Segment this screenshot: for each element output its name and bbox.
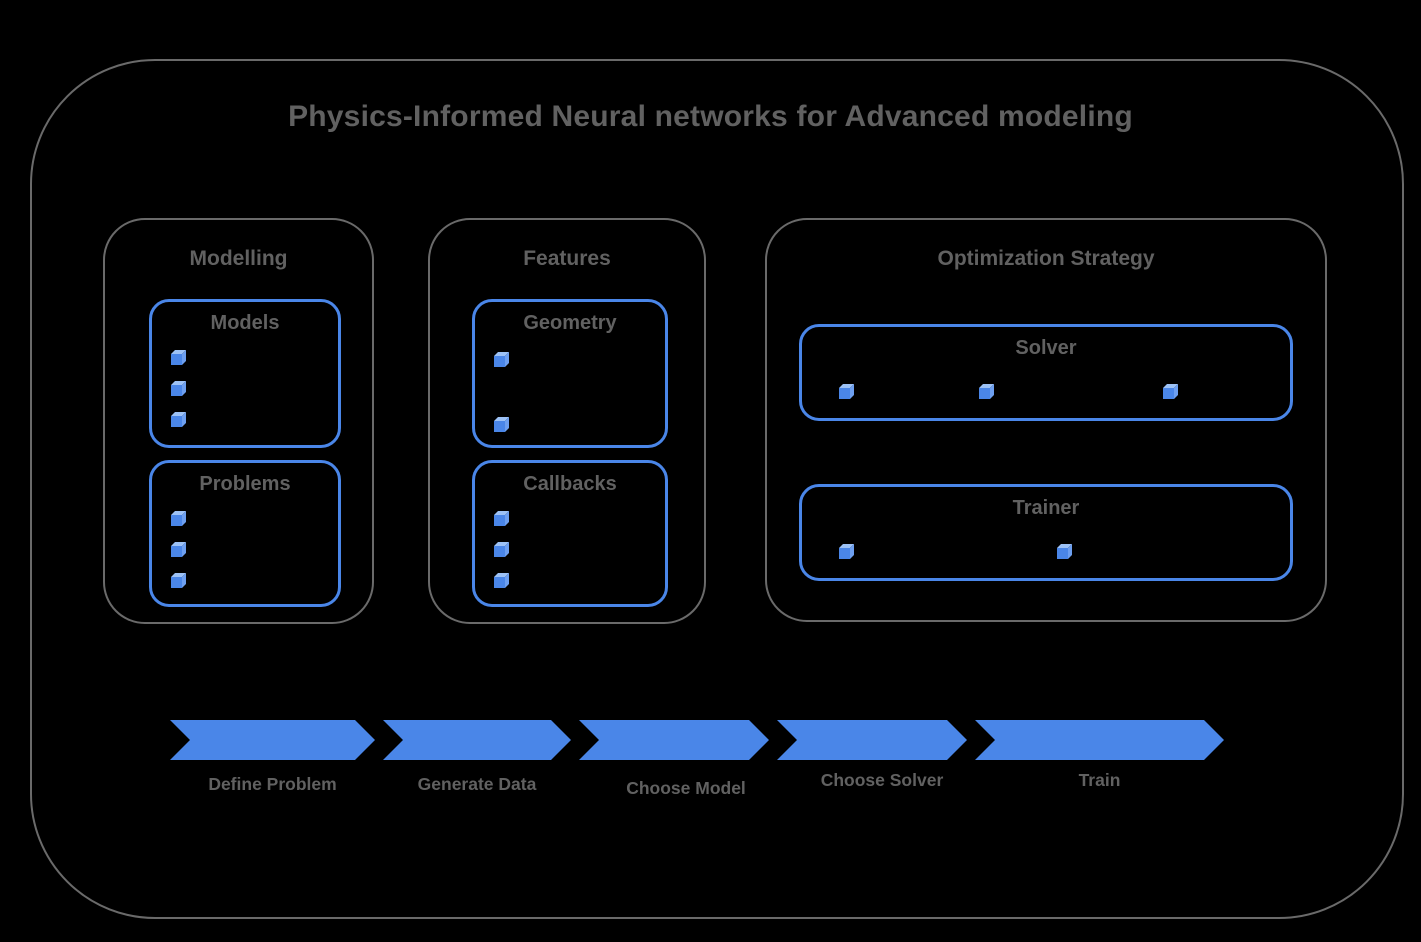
section-features-title: Features [523, 247, 611, 270]
step-generate-data: Generate Data [417, 774, 537, 794]
process-flow-labels: Define Problem Generate Data Choose Mode… [170, 770, 1230, 798]
cube-icon [493, 571, 511, 589]
problems-cube-list [170, 509, 188, 589]
box-callbacks-label: Callbacks [523, 473, 617, 495]
cube-icon [170, 509, 188, 527]
box-models: Models [149, 299, 341, 448]
cube-icon [493, 350, 511, 368]
section-modelling-title: Modelling [189, 247, 288, 270]
geometry-cube-list [493, 350, 511, 433]
chevron-segment [170, 720, 375, 760]
chevron-segment [383, 720, 571, 760]
box-solver-label: Solver [1015, 337, 1077, 359]
cube-icon [838, 382, 856, 400]
cube-icon [978, 382, 996, 400]
box-callbacks: Callbacks [472, 460, 668, 607]
section-optimization: Optimization Strategy Solver Trainer [765, 218, 1327, 622]
box-geometry-label: Geometry [523, 312, 617, 334]
box-problems-label: Problems [199, 473, 291, 495]
cube-icon [170, 410, 188, 428]
cube-icon [493, 540, 511, 558]
models-cube-list [170, 348, 188, 428]
page-title: Physics-Informed Neural networks for Adv… [288, 100, 1133, 133]
box-problems: Problems [149, 460, 341, 607]
box-geometry: Geometry [472, 299, 668, 448]
section-modelling: Modelling Models Problems [103, 218, 374, 624]
cube-icon [493, 509, 511, 527]
outer-frame [30, 59, 1404, 919]
section-features: Features Geometry Callbacks [428, 218, 706, 624]
chevron-segment [579, 720, 769, 760]
callbacks-cube-list [493, 509, 511, 589]
cube-icon [1162, 382, 1180, 400]
section-optimization-title: Optimization Strategy [937, 247, 1155, 270]
box-trainer: Trainer [799, 484, 1293, 581]
chevron-segment [975, 720, 1224, 760]
cube-icon [493, 415, 511, 433]
chevron-segment [777, 720, 967, 760]
process-flow-arrow [170, 720, 1230, 760]
cube-icon [170, 379, 188, 397]
box-solver: Solver [799, 324, 1293, 421]
step-choose-solver: Choose Solver [820, 770, 944, 790]
box-models-label: Models [210, 312, 280, 334]
solver-cube-list [802, 382, 1290, 400]
step-choose-model: Choose Model [626, 778, 746, 798]
cube-icon [1056, 542, 1074, 560]
step-define-problem: Define Problem [208, 774, 337, 794]
step-train: Train [1078, 770, 1121, 790]
trainer-cube-list [802, 542, 1290, 560]
cube-icon [170, 540, 188, 558]
cube-icon [170, 348, 188, 366]
cube-icon [838, 542, 856, 560]
box-trainer-label: Trainer [1012, 497, 1080, 519]
cube-icon [170, 571, 188, 589]
